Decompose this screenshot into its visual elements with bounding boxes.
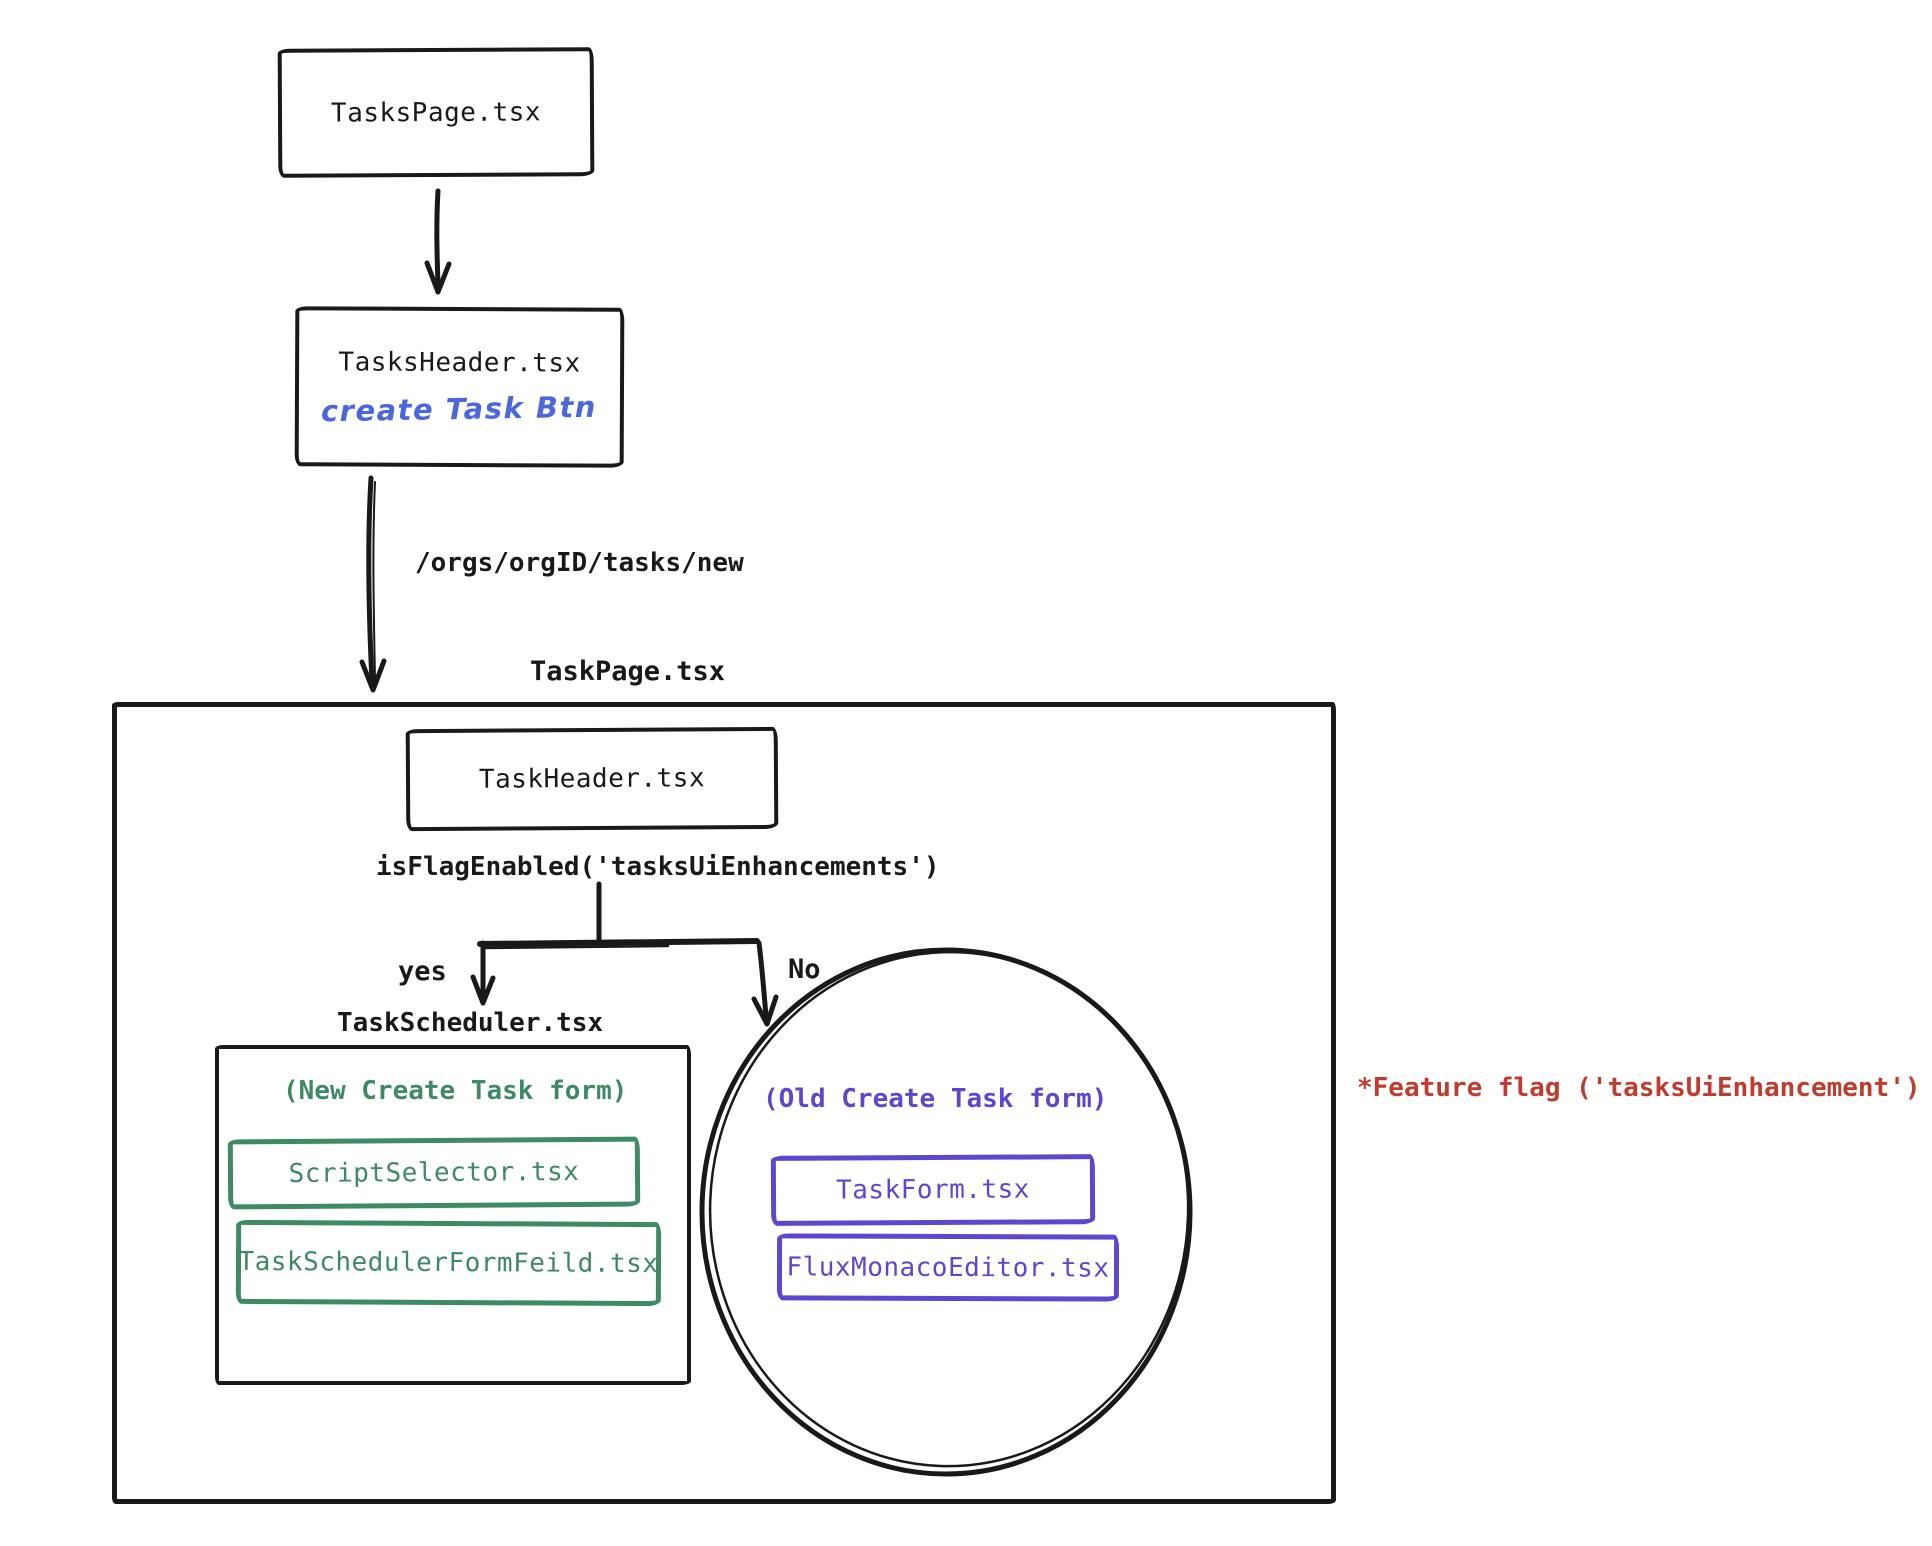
arrow-tasksheader-to-taskpage-2 — [372, 481, 376, 681]
node-task-form-label: TaskForm.tsx — [836, 1174, 1030, 1206]
old-form-caption: (Old Create Task form) — [763, 1084, 1108, 1114]
arrow-tasksheader-to-taskpage — [366, 475, 375, 685]
route-label: /orgs/orgID/tasks/new — [415, 548, 744, 578]
node-task-header-label: TaskHeader.tsx — [478, 763, 706, 795]
arrow-taskspage-to-tasksheader — [434, 188, 441, 287]
feature-flag-note: *Feature flag ('tasksUiEnhancement') — [1357, 1073, 1921, 1103]
node-task-header: TaskHeader.tsx — [405, 726, 779, 832]
arrow-taskspage-to-tasksheader-head — [424, 260, 452, 295]
node-task-scheduler-label: TaskScheduler.tsx — [337, 1008, 604, 1038]
branch-no-label: No — [788, 954, 821, 985]
node-script-selector-label: ScriptSelector.tsx — [288, 1156, 580, 1190]
node-task-scheduler-container — [215, 1045, 691, 1385]
node-flux-monaco-editor-label: FluxMonacoEditor.tsx — [786, 1251, 1110, 1284]
arrow-tasksheader-to-taskpage-head — [359, 658, 387, 693]
node-task-page-container — [112, 702, 1336, 1504]
node-tasks-header: TasksHeader.tsx create Task Btn — [294, 306, 625, 468]
node-flux-monaco-editor: FluxMonacoEditor.tsx — [776, 1233, 1120, 1302]
node-task-scheduler-form-feild-label: TaskSchedulerFormFeild.tsx — [238, 1246, 659, 1280]
node-tasks-header-label: TasksHeader.tsx — [338, 347, 581, 379]
create-task-button-note: create Task Btn — [321, 389, 598, 429]
node-task-scheduler-form-feild: TaskSchedulerFormFeild.tsx — [235, 1219, 662, 1307]
node-script-selector: ScriptSelector.tsx — [227, 1136, 641, 1210]
node-task-page-label: TaskPage.tsx — [530, 656, 726, 687]
node-tasks-page: TasksPage.tsx — [277, 47, 595, 178]
node-task-form: TaskForm.tsx — [770, 1154, 1096, 1226]
flag-condition-label: isFlagEnabled('tasksUiEnhancements') — [376, 852, 940, 882]
branch-yes-label: yes — [398, 956, 447, 987]
node-tasks-page-label: TasksPage.tsx — [330, 96, 542, 129]
new-form-caption: (New Create Task form) — [283, 1076, 628, 1106]
